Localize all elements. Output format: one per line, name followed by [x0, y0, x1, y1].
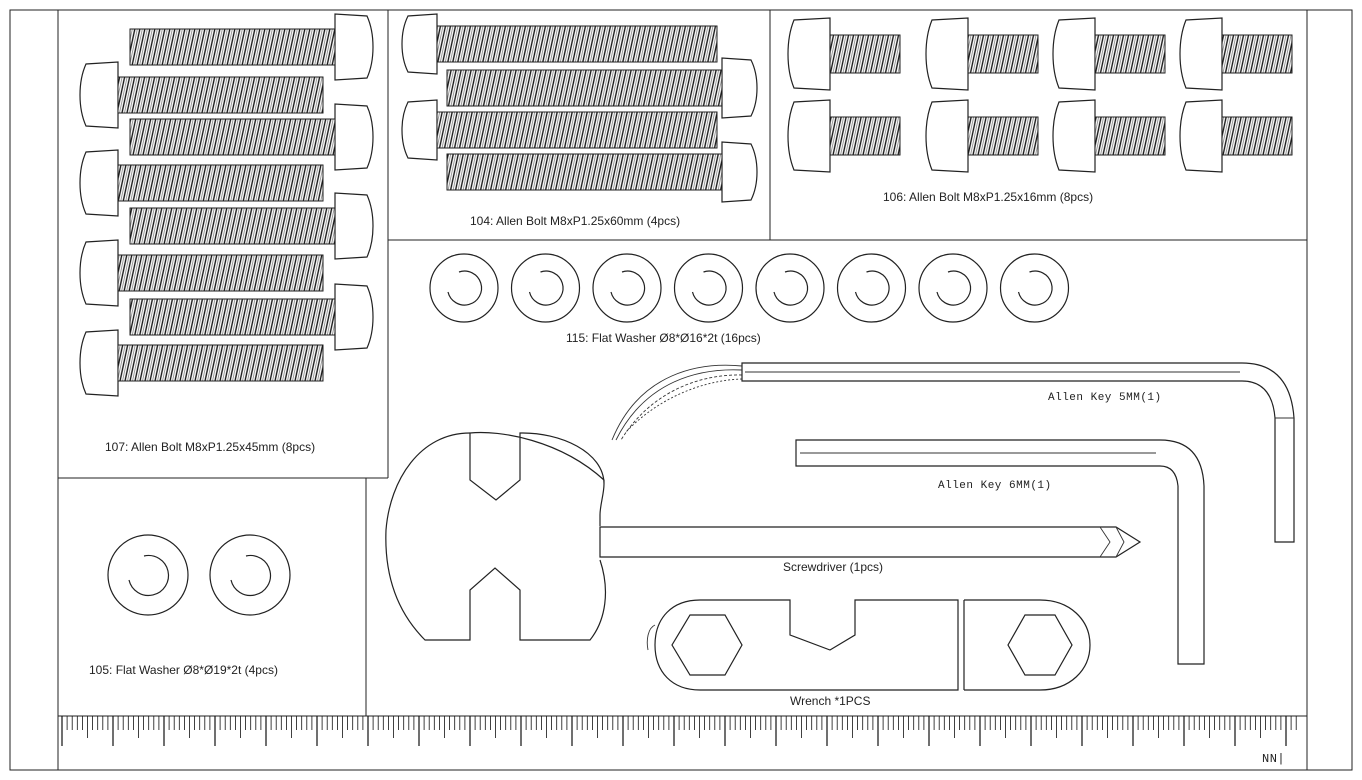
bolt-thread [446, 153, 723, 191]
bolt-thread [1094, 34, 1166, 74]
allen-bolt [1179, 17, 1293, 91]
bolt-head [334, 283, 374, 351]
label-bolt-104: 104: Allen Bolt M8xP1.25x60mm (4pcs) [470, 214, 681, 228]
bolt-thread [1221, 116, 1293, 156]
label-washer-115: 115: Flat Washer Ø8*Ø16*2t (16pcs) [566, 331, 761, 345]
bolt-thread [967, 34, 1039, 74]
bolt-thread [117, 76, 324, 114]
bolt-thread [117, 344, 324, 382]
allen-bolt [925, 99, 1039, 173]
allen-bolt [446, 141, 758, 203]
allen-bolt [79, 149, 324, 217]
bolt-thread [436, 111, 718, 149]
bolt-head [925, 17, 969, 91]
label-allen-key-5mm: Allen Key 5MM(1) [1048, 392, 1162, 404]
bolt-head [79, 149, 119, 217]
bolt-head [334, 192, 374, 260]
flat-washer-115 [836, 253, 907, 323]
allen-bolt [129, 283, 374, 351]
allen-bolt [79, 61, 324, 129]
bolt-group-104 [401, 13, 758, 203]
flat-washer-105 [107, 534, 189, 616]
allen-bolt [401, 99, 718, 161]
label-allen-key-6mm: Allen Key 6MM(1) [938, 480, 1052, 492]
bolt-group-106 [787, 17, 1293, 173]
allen-bolt [1052, 99, 1166, 173]
allen-bolt [787, 17, 901, 91]
flat-washer-115 [673, 253, 744, 323]
allen-bolt [401, 13, 718, 75]
bolt-head [334, 13, 374, 81]
bolt-head [1052, 99, 1096, 173]
washer-group-115 [429, 253, 1070, 323]
allen-key-5mm [611, 362, 1295, 543]
flat-washer-115 [592, 253, 662, 323]
bolt-head [787, 99, 831, 173]
allen-bolt [79, 239, 324, 307]
ruler-mark: NN| [1262, 752, 1286, 766]
flat-washer-115 [510, 253, 581, 323]
allen-bolt [446, 57, 758, 119]
bolt-thread [1221, 34, 1293, 74]
bolt-thread [129, 298, 336, 336]
allen-bolt [79, 329, 324, 397]
bolt-thread [117, 254, 324, 292]
bolt-head [925, 99, 969, 173]
label-bolt-107: 107: Allen Bolt M8xP1.25x45mm (8pcs) [105, 440, 316, 454]
bolt-head [1179, 99, 1223, 173]
bolt-thread [1094, 116, 1166, 156]
wrench [385, 431, 1091, 691]
ruler [57, 715, 1308, 771]
bolt-thread [129, 28, 336, 66]
flat-washer-115 [429, 253, 499, 323]
label-wrench: Wrench *1PCS [790, 694, 871, 708]
allen-bolt [787, 99, 901, 173]
allen-bolt [1052, 17, 1166, 91]
allen-bolt [129, 13, 374, 81]
bolt-thread [117, 164, 324, 202]
allen-bolt [1179, 99, 1293, 173]
bolt-head [79, 239, 119, 307]
bolt-thread [829, 116, 901, 156]
bolt-thread [446, 69, 723, 107]
bolt-head [721, 57, 758, 119]
bolt-head [721, 141, 758, 203]
bolt-head [1052, 17, 1096, 91]
label-bolt-106: 106: Allen Bolt M8xP1.25x16mm (8pcs) [883, 190, 1094, 204]
flat-washer-115 [918, 253, 988, 323]
flat-washer-115 [999, 253, 1070, 323]
allen-key-6mm [795, 439, 1205, 665]
bolt-thread [129, 118, 336, 156]
bolt-head [334, 103, 374, 171]
bolt-thread [129, 207, 336, 245]
flat-washer-115 [755, 253, 825, 323]
allen-bolt [925, 17, 1039, 91]
bolt-head [401, 99, 438, 161]
washer-group-105 [107, 534, 291, 616]
bolt-head [1179, 17, 1223, 91]
bolt-thread [829, 34, 901, 74]
bolt-group-107 [79, 13, 374, 397]
allen-bolt [129, 103, 374, 171]
allen-bolt [129, 192, 374, 260]
flat-washer-105 [209, 534, 291, 616]
bolt-head [787, 17, 831, 91]
bolt-thread [436, 25, 718, 63]
label-screwdriver: Screwdriver (1pcs) [783, 560, 884, 574]
bolt-head [79, 329, 119, 397]
label-washer-105: 105: Flat Washer Ø8*Ø19*2t (4pcs) [89, 663, 278, 677]
bolt-head [401, 13, 438, 75]
screwdriver [599, 526, 1142, 558]
bolt-head [79, 61, 119, 129]
bolt-thread [967, 116, 1039, 156]
